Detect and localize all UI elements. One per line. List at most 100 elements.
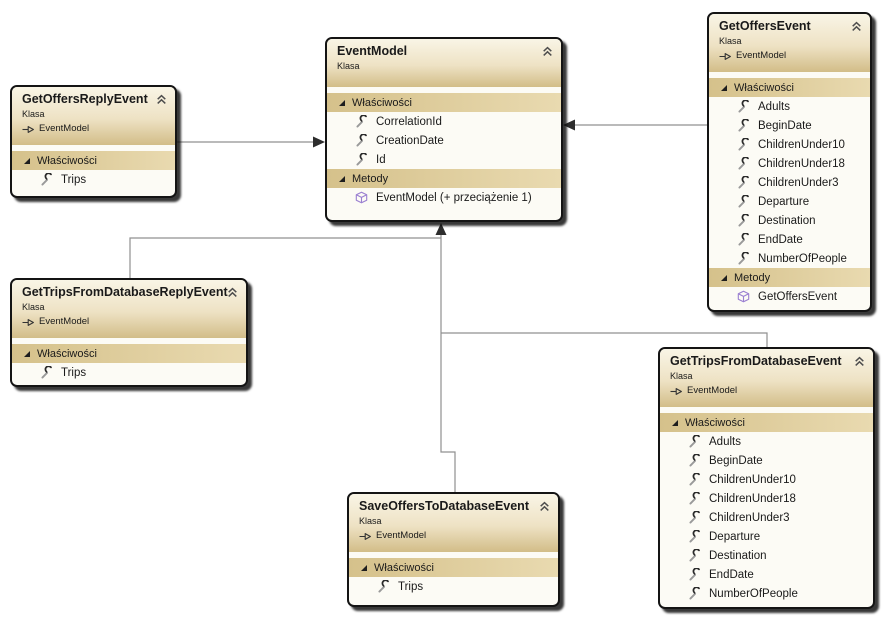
- section-header-methods[interactable]: Metody: [709, 268, 870, 287]
- property-name: ChildrenUnder18: [709, 492, 796, 505]
- property-row[interactable]: Destination: [660, 546, 873, 565]
- class-kind-label: Klasa: [22, 302, 45, 312]
- class-title: GetTripsFromDatabaseEvent: [670, 354, 842, 368]
- property-row[interactable]: ChildrenUnder10: [660, 470, 873, 489]
- wrench-icon: [689, 473, 700, 486]
- property-name: ChildrenUnder18: [758, 157, 845, 170]
- section-header-properties[interactable]: Właściwości: [349, 558, 558, 577]
- property-row[interactable]: EndDate: [660, 565, 873, 584]
- section-label: Właściwości: [374, 561, 434, 574]
- property-name: Departure: [709, 530, 761, 543]
- property-name: ChildrenUnder3: [758, 176, 839, 189]
- section-header-methods[interactable]: Metody: [327, 169, 561, 188]
- base-class-row: EventModel: [22, 123, 165, 135]
- collapse-button[interactable]: [852, 355, 867, 368]
- property-row[interactable]: ChildrenUnder18: [660, 489, 873, 508]
- property-row[interactable]: EndDate: [709, 230, 870, 249]
- property-row[interactable]: Trips: [12, 170, 175, 189]
- wrench-icon: [738, 195, 749, 208]
- section-header-properties[interactable]: Właściwości: [660, 413, 873, 432]
- wrench-icon: [689, 511, 700, 524]
- expanded-triangle-icon: [672, 419, 678, 426]
- method-row[interactable]: EventModel (+ przeciążenie 1): [327, 188, 561, 207]
- property-row[interactable]: Trips: [349, 577, 558, 596]
- property-row[interactable]: Id: [327, 150, 561, 169]
- property-name: BeginDate: [758, 119, 812, 132]
- property-row[interactable]: Adults: [660, 432, 873, 451]
- connector-get-offers-reply-to-event-model[interactable]: [177, 136, 325, 148]
- class-body: Właściwości Adults BeginDate ChildrenUnd…: [709, 72, 870, 306]
- connector-derived-trunk-to-event-model[interactable]: [435, 223, 456, 492]
- property-row[interactable]: ChildrenUnder3: [660, 508, 873, 527]
- section-label: Właściwości: [685, 416, 745, 429]
- connector-get-offers-to-event-model[interactable]: [563, 119, 707, 131]
- property-row[interactable]: ChildrenUnder3: [709, 173, 870, 192]
- inherits-arrow-icon: [359, 532, 371, 540]
- section-label: Metody: [352, 172, 389, 185]
- class-title: GetOffersReplyEvent: [22, 92, 148, 106]
- collapse-button[interactable]: [849, 20, 864, 33]
- collapse-button[interactable]: [540, 45, 555, 58]
- property-row[interactable]: BeginDate: [660, 451, 873, 470]
- property-row[interactable]: CreationDate: [327, 131, 561, 150]
- property-name: CreationDate: [376, 134, 444, 147]
- wrench-icon: [738, 252, 749, 265]
- expanded-triangle-icon: [721, 84, 727, 91]
- base-class-row: EventModel: [670, 385, 863, 397]
- property-name: CorrelationId: [376, 115, 442, 128]
- method-name: GetOffersEvent: [758, 290, 838, 303]
- wrench-icon: [41, 173, 52, 186]
- connector-branch-get-trips-from-database-event[interactable]: [441, 332, 768, 347]
- section-label: Właściwości: [37, 154, 97, 167]
- property-row[interactable]: Departure: [660, 527, 873, 546]
- section-header-properties[interactable]: Właściwości: [327, 93, 561, 112]
- section-header-properties[interactable]: Właściwości: [709, 78, 870, 97]
- property-row[interactable]: NumberOfPeople: [709, 249, 870, 268]
- base-class-row: EventModel: [22, 316, 236, 328]
- cube-icon: [355, 191, 368, 204]
- property-row[interactable]: Adults: [709, 97, 870, 116]
- property-name: NumberOfPeople: [758, 252, 847, 265]
- wrench-icon: [378, 580, 389, 593]
- property-row[interactable]: Destination: [709, 211, 870, 230]
- double-chevron-up-icon: [855, 356, 864, 366]
- property-row[interactable]: ChildrenUnder10: [709, 135, 870, 154]
- wrench-icon: [689, 435, 700, 448]
- base-class-row: EventModel: [719, 50, 860, 62]
- property-row[interactable]: Trips: [12, 363, 246, 382]
- property-row[interactable]: BeginDate: [709, 116, 870, 135]
- inherits-arrow-icon: [22, 125, 34, 133]
- property-row[interactable]: NumberOfPeople: [660, 584, 873, 603]
- base-class-name: EventModel: [736, 50, 787, 61]
- class-body: Właściwości Adults BeginDate ChildrenUnd…: [660, 407, 873, 603]
- section-header-properties[interactable]: Właściwości: [12, 151, 175, 170]
- method-row[interactable]: GetOffersEvent: [709, 287, 870, 306]
- section-header-properties[interactable]: Właściwości: [12, 344, 246, 363]
- collapse-button[interactable]: [225, 286, 240, 299]
- property-row[interactable]: Departure: [709, 192, 870, 211]
- connector-branch-get-trips-from-database-reply-event[interactable]: [129, 237, 441, 278]
- collapse-button[interactable]: [537, 500, 552, 513]
- wrench-icon: [689, 530, 700, 543]
- inheritance-arrowhead: [313, 136, 325, 148]
- property-name: EndDate: [758, 233, 803, 246]
- property-row[interactable]: CorrelationId: [327, 112, 561, 131]
- double-chevron-up-icon: [543, 46, 552, 56]
- wrench-icon: [41, 366, 52, 379]
- base-class-name: EventModel: [39, 316, 90, 327]
- collapse-button[interactable]: [154, 93, 169, 106]
- class-title: GetOffersEvent: [719, 19, 811, 33]
- property-name: ChildrenUnder10: [709, 473, 796, 486]
- property-row[interactable]: ChildrenUnder18: [709, 154, 870, 173]
- wrench-icon: [738, 176, 749, 189]
